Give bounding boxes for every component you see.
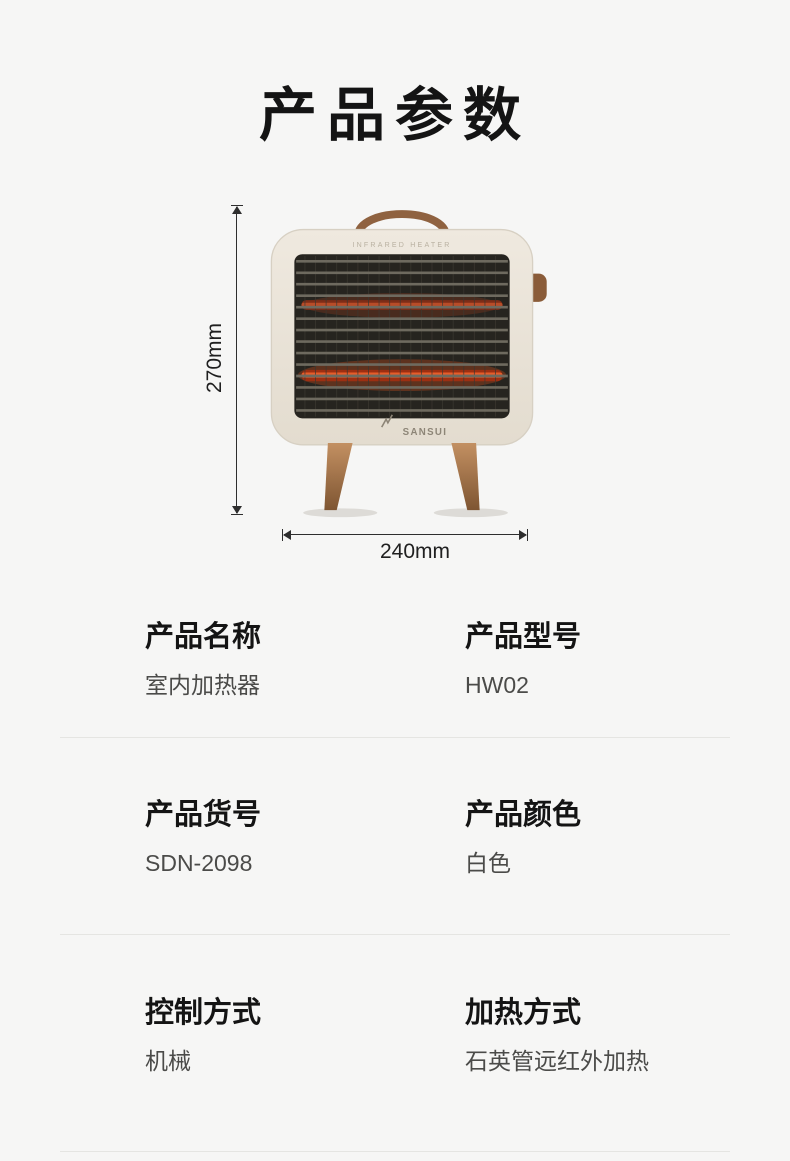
grill-slats (296, 259, 508, 412)
spec-product-color: 产品颜色 白色 (465, 798, 765, 877)
dimension-cap (231, 205, 243, 206)
dimension-cap (282, 529, 283, 541)
spec-label: 产品名称 (145, 621, 262, 653)
spec-label: 产品货号 (145, 799, 262, 831)
floor-shadow (433, 508, 508, 518)
divider (60, 737, 730, 738)
heater-top-label: INFRARED HEATER (352, 242, 451, 249)
page-title: 产品参数 (258, 83, 531, 148)
height-dimension-label: 270mm (203, 322, 226, 394)
floor-shadow (303, 508, 378, 518)
heater-grill (294, 254, 510, 419)
heater-handle (353, 210, 451, 241)
spec-row-1: 产品名称 室内加热器 产品型号 HW02 (0, 620, 790, 740)
spec-product-name: 产品名称 室内加热器 (145, 620, 445, 699)
spec-item-number: 产品货号 SDN-2098 (145, 798, 445, 877)
arrow-up-icon (232, 206, 242, 214)
heater-image: INFRARED HEATER SANSUI (270, 210, 547, 518)
brand-logo-text: SANSUI (403, 427, 448, 438)
arrow-left-icon (283, 530, 291, 540)
spec-label: 产品型号 (465, 621, 582, 653)
spec-row-3: 控制方式 机械 加热方式 石英管远红外加热 (0, 996, 790, 1116)
spec-row-2: 产品货号 SDN-2098 产品颜色 白色 (0, 798, 790, 918)
dimension-cap (231, 514, 243, 515)
dimension-line (284, 534, 526, 535)
divider (60, 1151, 730, 1152)
divider (60, 934, 730, 935)
spec-value: HW02 (465, 671, 529, 698)
heater-leg-right (451, 443, 480, 511)
spec-value: 机械 (145, 1047, 191, 1074)
width-dimension-label: 240mm (379, 540, 451, 563)
brand-icon (381, 414, 393, 428)
spec-value: SDN-2098 (145, 849, 253, 876)
spec-label: 产品颜色 (465, 799, 582, 831)
spec-label: 控制方式 (145, 997, 262, 1029)
product-figure: INFRARED HEATER SANSUI (0, 0, 790, 580)
spec-value: 室内加热器 (145, 671, 260, 698)
spec-value: 石英管远红外加热 (465, 1047, 649, 1074)
spec-heating-method: 加热方式 石英管远红外加热 (465, 996, 765, 1075)
heater-leg-left (324, 443, 353, 511)
spec-product-model: 产品型号 HW02 (465, 620, 765, 699)
width-dimension-line (282, 529, 528, 541)
spec-label: 加热方式 (465, 997, 582, 1029)
arrow-down-icon (232, 506, 242, 514)
spec-value: 白色 (465, 849, 511, 876)
dimension-cap (527, 529, 528, 541)
grill-mesh (304, 255, 496, 417)
height-dimension-line (231, 205, 243, 515)
spec-control-method: 控制方式 机械 (145, 996, 445, 1075)
arrow-right-icon (519, 530, 527, 540)
dimension-line (236, 207, 237, 513)
